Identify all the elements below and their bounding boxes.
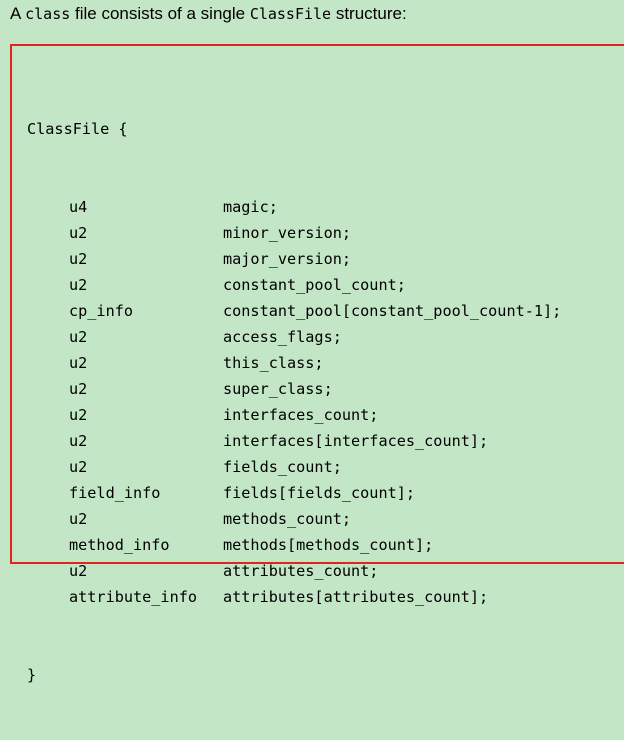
- struct-field-line: u4 magic;: [27, 194, 278, 220]
- intro-struct-term: ClassFile: [249, 5, 332, 23]
- struct-field-line: u2 minor_version;: [27, 220, 351, 246]
- struct-field-line: method_info methods[methods_count];: [27, 532, 433, 558]
- struct-field-line: u2 interfaces[interfaces_count];: [27, 428, 488, 454]
- field-member: methods[methods_count];: [223, 536, 434, 554]
- struct-field-line: u2 this_class;: [27, 350, 324, 376]
- field-type: method_info: [69, 536, 170, 554]
- struct-field-line: u2 methods_count;: [27, 506, 351, 532]
- field-type: u2: [69, 328, 88, 346]
- struct-close-line: }: [27, 666, 37, 684]
- intro-middle: file consists of a single: [70, 4, 250, 23]
- struct-field-line: u2 super_class;: [27, 376, 333, 402]
- field-type: attribute_info: [69, 588, 198, 606]
- field-member: access_flags;: [223, 328, 342, 346]
- struct-field-line: u2 constant_pool_count;: [27, 272, 406, 298]
- field-member: major_version;: [223, 250, 352, 268]
- field-member: attributes[attributes_count];: [223, 588, 489, 606]
- field-member: constant_pool[constant_pool_count-1];: [223, 302, 562, 320]
- field-type: u2: [69, 458, 88, 476]
- field-member: super_class;: [223, 380, 333, 398]
- field-type: u2: [69, 224, 88, 242]
- field-member: fields[fields_count];: [223, 484, 416, 502]
- field-type: u2: [69, 406, 88, 424]
- struct-field-line: u2 attributes_count;: [27, 558, 378, 584]
- field-member: constant_pool_count;: [223, 276, 406, 294]
- classfile-structure: ClassFile { u4 magic; u2 minor_version; u2 ma…: [27, 64, 561, 740]
- field-type: u2: [69, 276, 88, 294]
- field-member: attributes_count;: [223, 562, 379, 580]
- intro-paragraph: A class file consists of a single ClassF…: [10, 3, 407, 25]
- struct-field-line: field_info fields[fields_count];: [27, 480, 415, 506]
- struct-field-line: attribute_info attributes[attributes_coun…: [27, 584, 488, 610]
- field-type: u2: [69, 380, 88, 398]
- struct-fields: u4 magic; u2 minor_version; u2 major_version;…: [27, 194, 561, 610]
- struct-field-line: u2 fields_count;: [27, 454, 342, 480]
- field-type: u2: [69, 354, 88, 372]
- code-block: ClassFile { u4 magic; u2 minor_version; u2 ma…: [10, 44, 624, 684]
- struct-open-line: ClassFile {: [27, 120, 128, 138]
- field-member: this_class;: [223, 354, 324, 372]
- field-type: cp_info: [69, 302, 134, 320]
- struct-field-line: u2 access_flags;: [27, 324, 342, 350]
- field-type: u4: [69, 198, 88, 216]
- intro-class-term: class: [25, 5, 71, 23]
- struct-field-line: u2 interfaces_count;: [27, 402, 378, 428]
- field-type: u2: [69, 510, 88, 528]
- field-member: interfaces[interfaces_count];: [223, 432, 489, 450]
- field-member: fields_count;: [223, 458, 342, 476]
- field-type: field_info: [69, 484, 161, 502]
- field-member: minor_version;: [223, 224, 352, 242]
- struct-field-line: u2 major_version;: [27, 246, 351, 272]
- field-type: u2: [69, 432, 88, 450]
- field-member: interfaces_count;: [223, 406, 379, 424]
- intro-prefix: A: [10, 4, 26, 23]
- struct-field-line: cp_info constant_pool[constant_pool_count…: [27, 298, 561, 324]
- field-type: u2: [69, 562, 88, 580]
- field-member: methods_count;: [223, 510, 352, 528]
- field-type: u2: [69, 250, 88, 268]
- field-member: magic;: [223, 198, 278, 216]
- intro-suffix: structure:: [331, 4, 407, 23]
